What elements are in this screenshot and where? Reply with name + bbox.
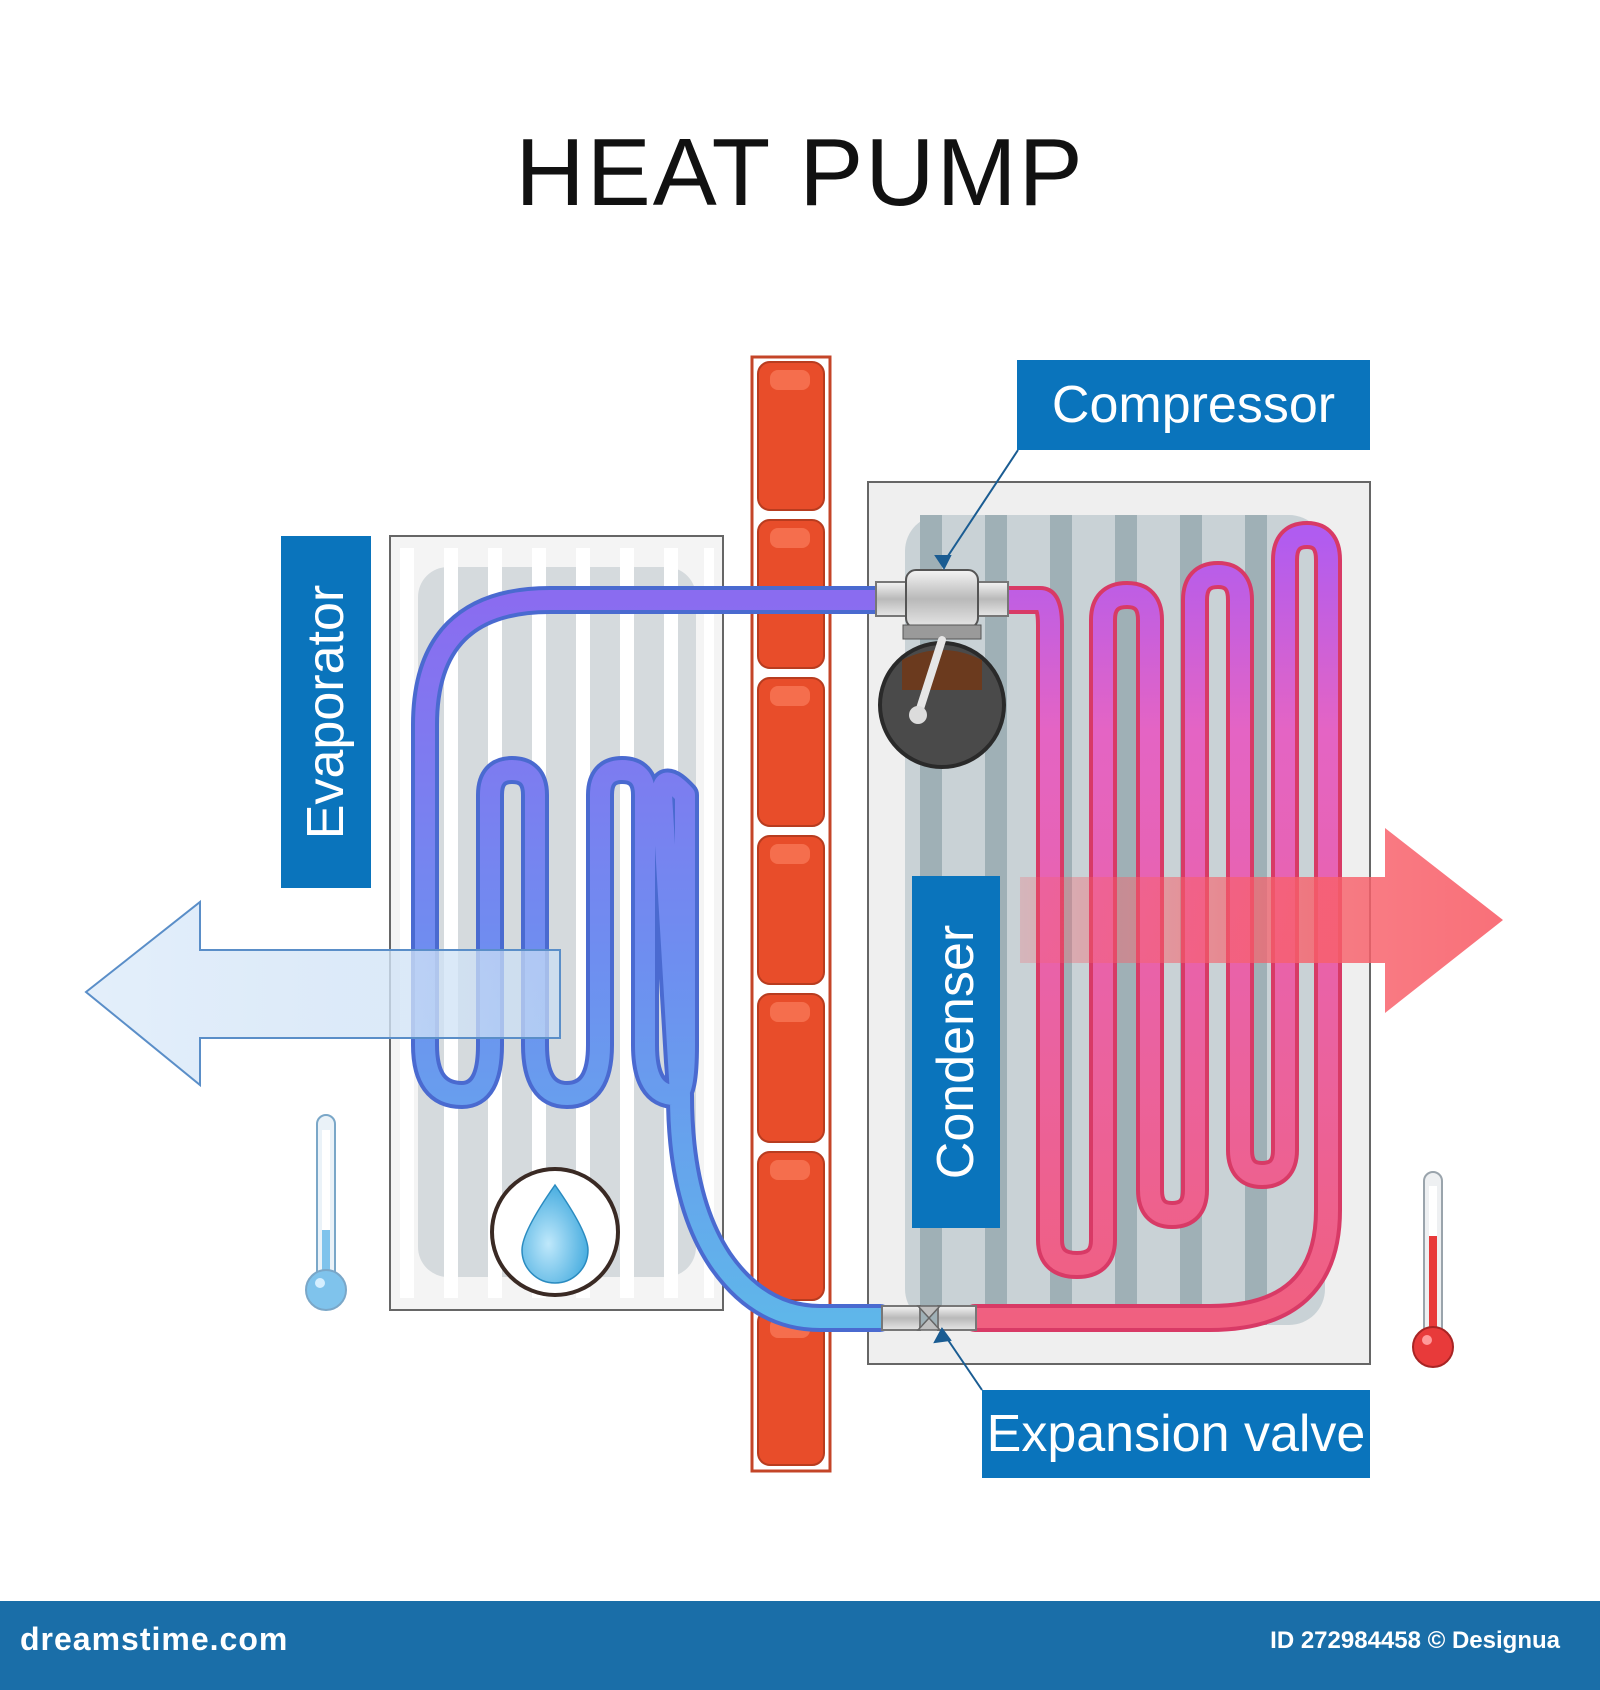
compressor-label: Compressor bbox=[1017, 360, 1370, 450]
compressor-icon bbox=[875, 569, 1009, 769]
condenser-label: Condenser bbox=[912, 876, 1000, 1228]
brick-wall bbox=[750, 355, 832, 1473]
condenser-coil bbox=[961, 521, 1342, 1332]
label-pointers bbox=[933, 449, 1019, 1391]
compressor-label-text: Compressor bbox=[1051, 376, 1336, 434]
footer-credit: ID 272984458 © Designua bbox=[1270, 1627, 1560, 1654]
evaporator-coil bbox=[411, 586, 894, 1332]
condenser-label-text: Condenser bbox=[927, 924, 986, 1180]
page-title: HEAT PUMP bbox=[515, 119, 1085, 226]
footer-brand[interactable]: dreamstime.com bbox=[20, 1621, 289, 1657]
hot-air-arrow bbox=[1020, 828, 1503, 1013]
cold-air-arrow bbox=[84, 899, 561, 1088]
expansion-valve-label: Expansion valve bbox=[982, 1390, 1370, 1478]
expansion-valve-icon bbox=[881, 1305, 977, 1331]
expansion-valve-label-text: Expansion valve bbox=[986, 1405, 1366, 1463]
footer-bar: dreamstime.com ID 272984458 © Designua bbox=[0, 1601, 1600, 1690]
cold-thermometer-icon bbox=[305, 1114, 347, 1311]
evaporator-label: Evaporator bbox=[281, 536, 371, 888]
hot-thermometer-icon bbox=[1412, 1171, 1454, 1368]
water-drop-icon bbox=[490, 1167, 620, 1297]
evaporator-label-text: Evaporator bbox=[297, 584, 355, 840]
